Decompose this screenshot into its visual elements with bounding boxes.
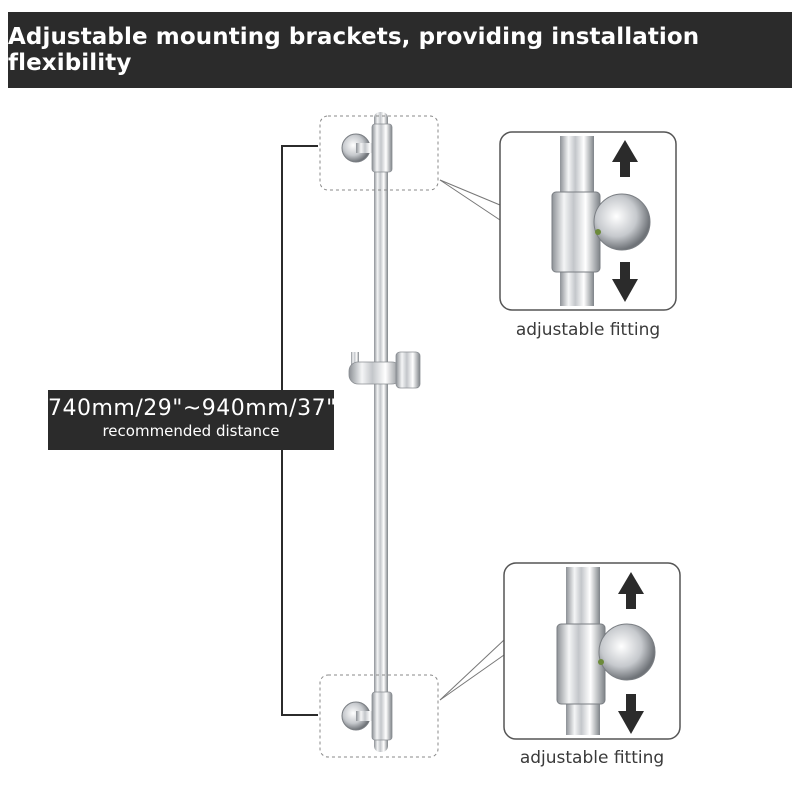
distance-note: recommended distance (102, 422, 280, 440)
bottom-bracket (341, 691, 393, 741)
bottom-detail-caption: adjustable fitting (519, 748, 665, 768)
distance-range: 740mm/29"~940mm/37" (48, 396, 337, 421)
top-bracket (341, 123, 393, 173)
bottom-bracket-highlight (319, 674, 439, 758)
down-arrow-icon (618, 694, 644, 734)
top-detail-panel (499, 131, 677, 311)
distance-bracket (281, 145, 318, 716)
top-bracket-highlight (319, 115, 439, 191)
up-arrow-icon (618, 572, 644, 609)
detail-connectors (439, 179, 505, 701)
top-detail-caption: adjustable fitting (515, 320, 661, 340)
slide-bar (374, 112, 388, 752)
up-arrow-icon (612, 140, 638, 177)
down-arrow-icon (612, 262, 638, 302)
slide-holder (348, 351, 421, 389)
title-text: Adjustable mounting brackets, providing … (8, 24, 700, 76)
title-banner: Adjustable mounting brackets, providing … (8, 12, 792, 88)
distance-label-box: 740mm/29"~940mm/37" recommended distance (48, 390, 337, 450)
bottom-detail-panel (503, 562, 681, 740)
